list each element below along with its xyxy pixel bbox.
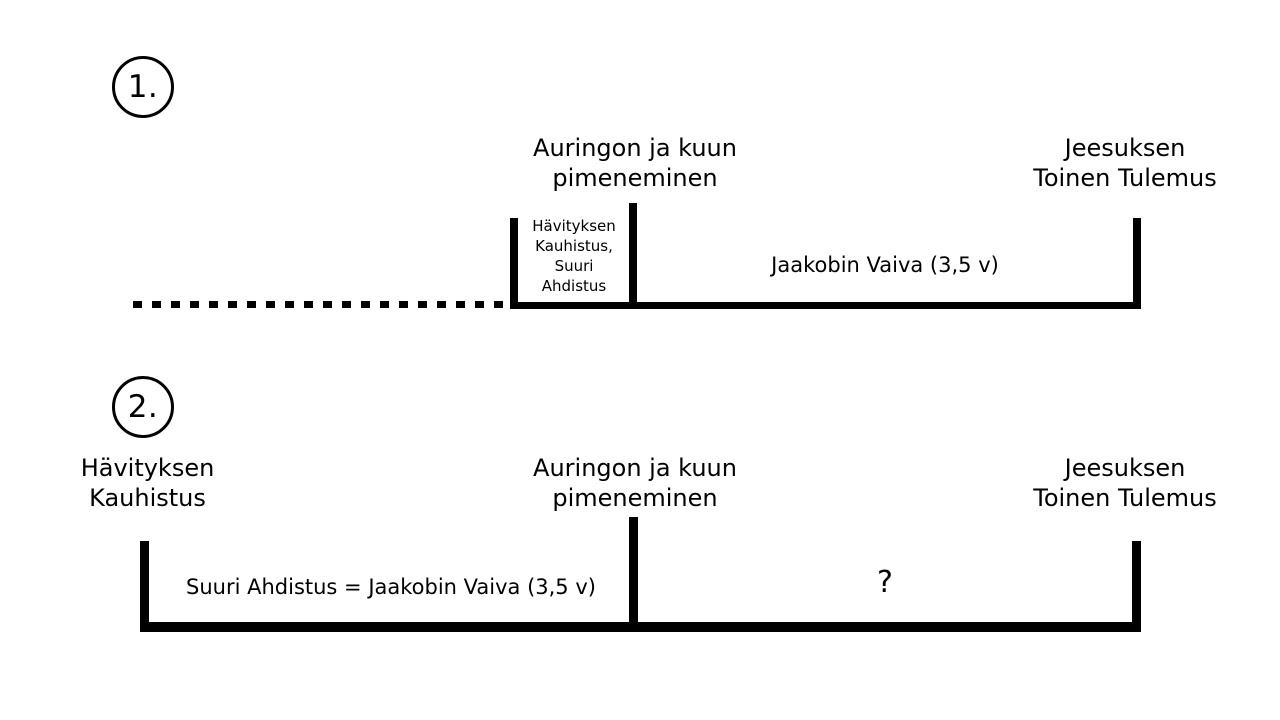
timeline-1-tick-start bbox=[510, 218, 518, 309]
step-badge-1-label: 1. bbox=[127, 68, 159, 105]
timeline-2-event-label-sun-moon-darkening: Auringon ja kuun pimeneminen bbox=[533, 454, 737, 512]
timeline-1-event-label-second-coming: Jeesuksen Toinen Tulemus bbox=[1033, 134, 1217, 192]
timeline-1-segment-label-jacobs-trouble: Jaakobin Vaiva (3,5 v) bbox=[771, 253, 999, 277]
timeline-1-dotted-continuation bbox=[133, 301, 510, 308]
timeline-1-tick-end bbox=[1133, 218, 1141, 309]
timeline-2-segment-label-great-tribulation: Suuri Ahdistus = Jaakobin Vaiva (3,5 v) bbox=[186, 575, 596, 599]
timeline-2-axis bbox=[140, 622, 1141, 632]
step-badge-2-label: 2. bbox=[127, 388, 159, 425]
timeline-2-event-label-abomination: Hävityksen Kauhistus bbox=[80, 454, 215, 512]
timeline-2-segment-label-unknown: ? bbox=[877, 565, 893, 600]
timeline-2-tick-end bbox=[1132, 541, 1141, 632]
timeline-2-tick-start bbox=[140, 541, 149, 632]
step-badge-2: 2. bbox=[112, 376, 174, 438]
timeline-1-axis bbox=[510, 302, 1141, 309]
timeline-2-event-label-second-coming: Jeesuksen Toinen Tulemus bbox=[1033, 454, 1217, 512]
step-badge-1: 1. bbox=[112, 56, 174, 118]
timeline-2-tick-middle bbox=[629, 517, 638, 632]
timeline-1-event-label-sun-moon-darkening: Auringon ja kuun pimeneminen bbox=[533, 134, 737, 192]
timeline-1-tick-middle bbox=[629, 203, 637, 309]
timeline-1-segment-label-abomination-tribulation: Hävityksen Kauhistus, Suuri Ahdistus bbox=[532, 217, 616, 295]
